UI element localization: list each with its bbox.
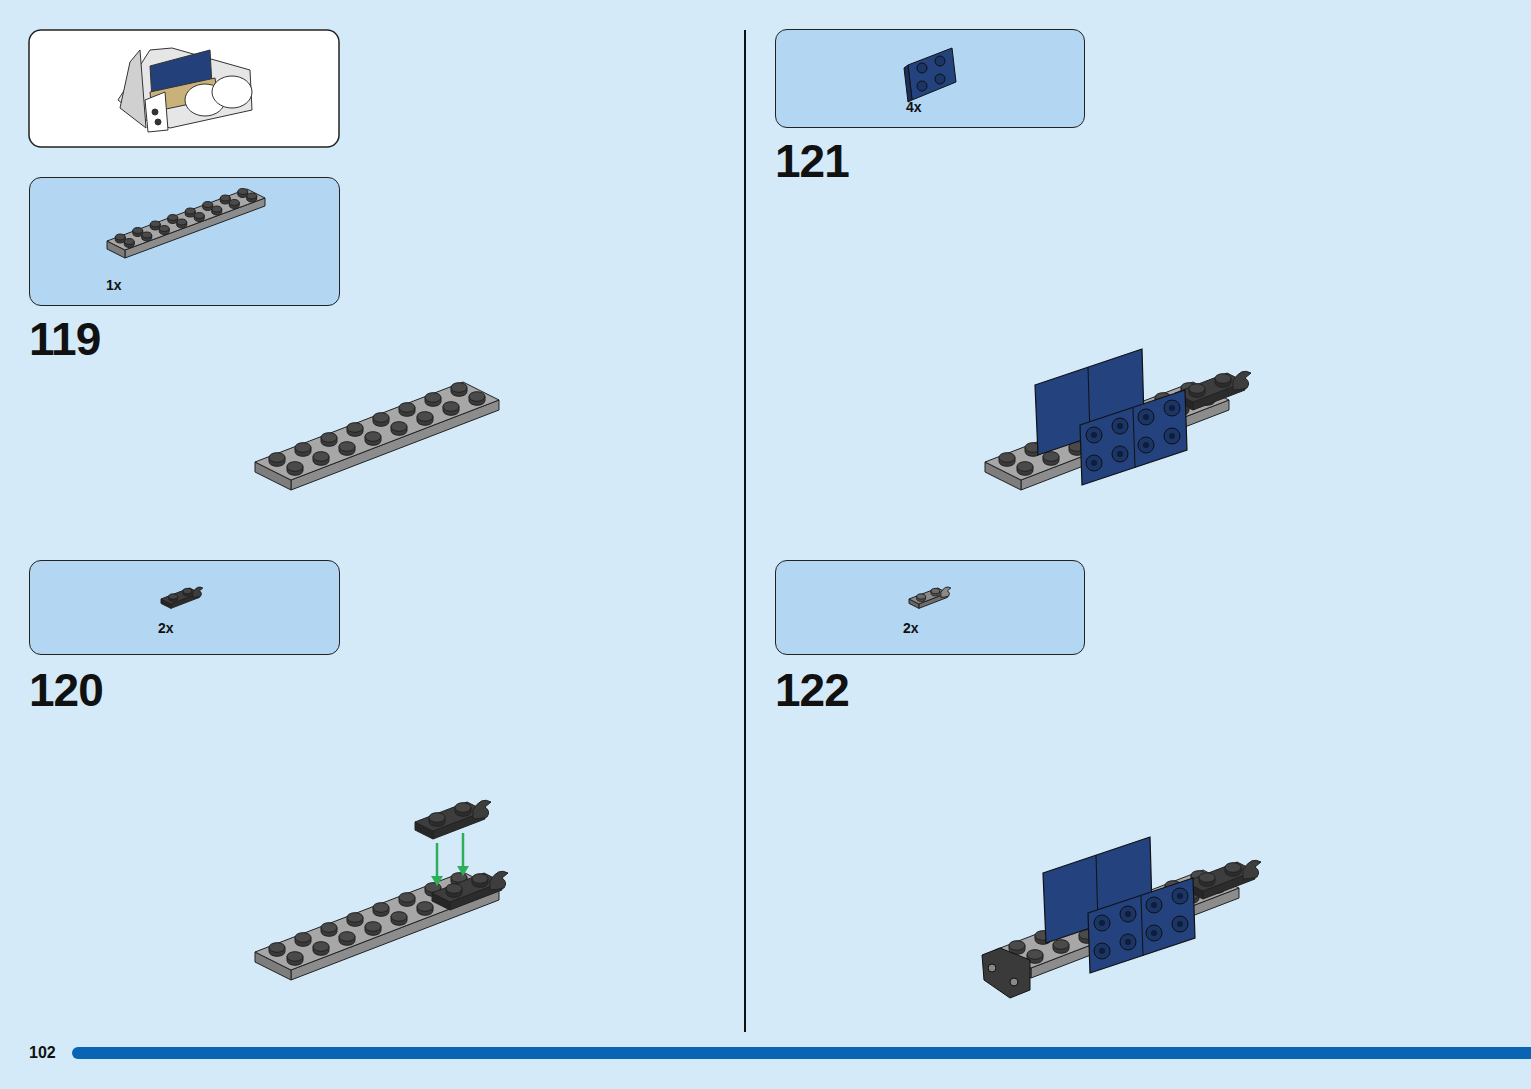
hinge-left: [982, 948, 1030, 998]
part-icon: [776, 561, 1086, 656]
blue-bracket: [1043, 837, 1195, 973]
part-icon: [30, 178, 341, 307]
parts-callout-box: 1x: [29, 177, 340, 306]
step-number: 121: [775, 138, 849, 184]
step-number: 120: [29, 667, 103, 713]
column-divider: [744, 30, 746, 1032]
page-number: 102: [29, 1045, 56, 1061]
blue-bracket: [1035, 349, 1187, 485]
plate: [255, 382, 499, 490]
page-bar: [72, 1047, 1531, 1059]
part-count: 2x: [158, 621, 174, 636]
submodel-thumbnail: [118, 48, 252, 132]
submodel-box: [29, 30, 339, 147]
part-count: 1x: [106, 278, 122, 293]
part-icon: [776, 30, 1086, 129]
plate: [107, 189, 265, 259]
parts-callout-box: 2x: [775, 560, 1085, 655]
step-number: 119: [29, 316, 100, 362]
part-icon: [30, 561, 341, 656]
part-count: 4x: [906, 100, 922, 115]
plate: [255, 872, 499, 980]
parts-callout-box: 4x: [775, 29, 1085, 128]
part-count: 2x: [903, 621, 919, 636]
step-number: 122: [775, 667, 849, 713]
green-arrows: [431, 833, 469, 886]
parts-callout-box: 2x: [29, 560, 340, 655]
